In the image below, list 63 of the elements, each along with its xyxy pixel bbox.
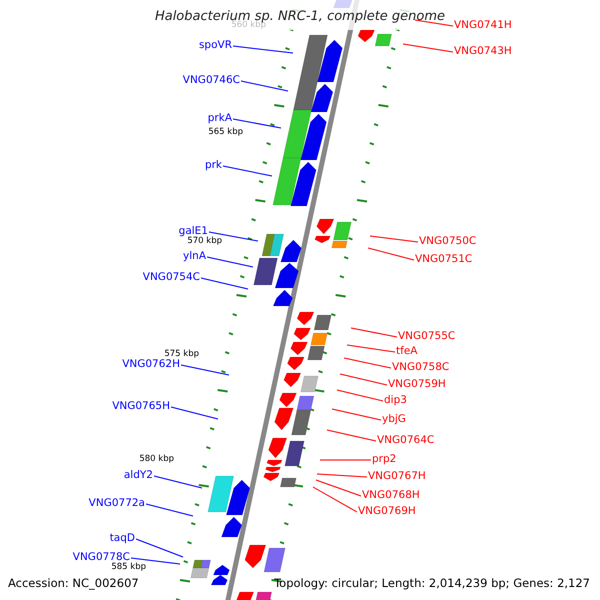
gene-label: VNG0772a <box>88 497 145 509</box>
leader-line <box>232 118 282 128</box>
leader-line <box>368 248 414 260</box>
gene-label: VNG0769H <box>358 505 416 517</box>
gene-label: VNG0759H <box>388 378 446 390</box>
leader-line <box>402 44 454 52</box>
scale-label: 575 kbp <box>164 349 199 359</box>
gene-label: aldY2 <box>124 469 153 481</box>
leader-line <box>222 166 272 176</box>
gene-label: VNG0767H <box>368 470 426 482</box>
gene-label: taqD <box>110 532 135 544</box>
gene-label: VNG0762H <box>122 358 180 370</box>
gene-label: VNG0750C <box>419 235 476 247</box>
leader-line <box>340 374 388 386</box>
gene-label: galE1 <box>178 225 208 237</box>
leader-line <box>170 406 218 420</box>
gene-label: dip3 <box>384 394 407 406</box>
gene-label: prkA <box>208 112 232 124</box>
leader-line <box>370 236 418 242</box>
gene-label: VNG0751C <box>415 253 472 265</box>
leader-line <box>146 504 194 516</box>
leader-line <box>154 476 202 488</box>
gene-label: VNG0758C <box>392 361 450 373</box>
gene-label: VNG0755C <box>398 330 456 342</box>
accession-label: Accession: NC_002607 <box>8 576 139 590</box>
gene-label: VNG0764C <box>377 434 434 446</box>
leader-line <box>316 480 362 496</box>
scale-label: 565 kbp <box>208 127 243 137</box>
leader-line <box>240 80 288 92</box>
leader-line <box>180 364 230 376</box>
gene-label: VNG0765H <box>112 400 170 412</box>
genome-summary: Topology: circular; Length: 2,014,239 bp; Genes: 2,127 <box>274 576 590 590</box>
leader-line <box>344 358 392 368</box>
gene-label: ylnA <box>183 250 206 262</box>
gene-label: tfeA <box>396 345 418 357</box>
leader-line <box>200 278 248 290</box>
gene-label: prp2 <box>372 453 396 465</box>
gene-label: VNG0741H <box>454 19 512 31</box>
leader-line <box>336 390 384 402</box>
gene-label: VNG0768H <box>362 489 420 501</box>
gene-label: VNG0778C <box>72 551 130 563</box>
leader-line <box>316 474 368 478</box>
leader-line <box>130 558 180 564</box>
leader-line <box>312 486 358 512</box>
gene-label: VNG0754C <box>142 271 200 283</box>
leader-line <box>332 408 382 420</box>
leader-line <box>206 256 254 268</box>
scale-label: 580 kbp <box>139 454 174 464</box>
gene-label: spoVR <box>198 39 232 51</box>
scale-label: 585 kbp <box>111 562 146 572</box>
gene-label: VNG0743H <box>454 45 512 57</box>
leader-line <box>232 46 294 54</box>
scale-label: 570 kbp <box>187 236 222 246</box>
leader-line <box>350 328 398 338</box>
leader-line <box>414 20 454 26</box>
scale-label: 560 kbp <box>231 20 266 30</box>
leader-line <box>326 430 376 442</box>
leader-line <box>136 538 184 558</box>
leader-line <box>346 344 396 352</box>
gene-label: VNG0746C <box>182 74 240 86</box>
leader-line <box>208 232 258 242</box>
gene-label: prk <box>204 159 222 171</box>
gene-label: ybjG <box>382 413 406 425</box>
